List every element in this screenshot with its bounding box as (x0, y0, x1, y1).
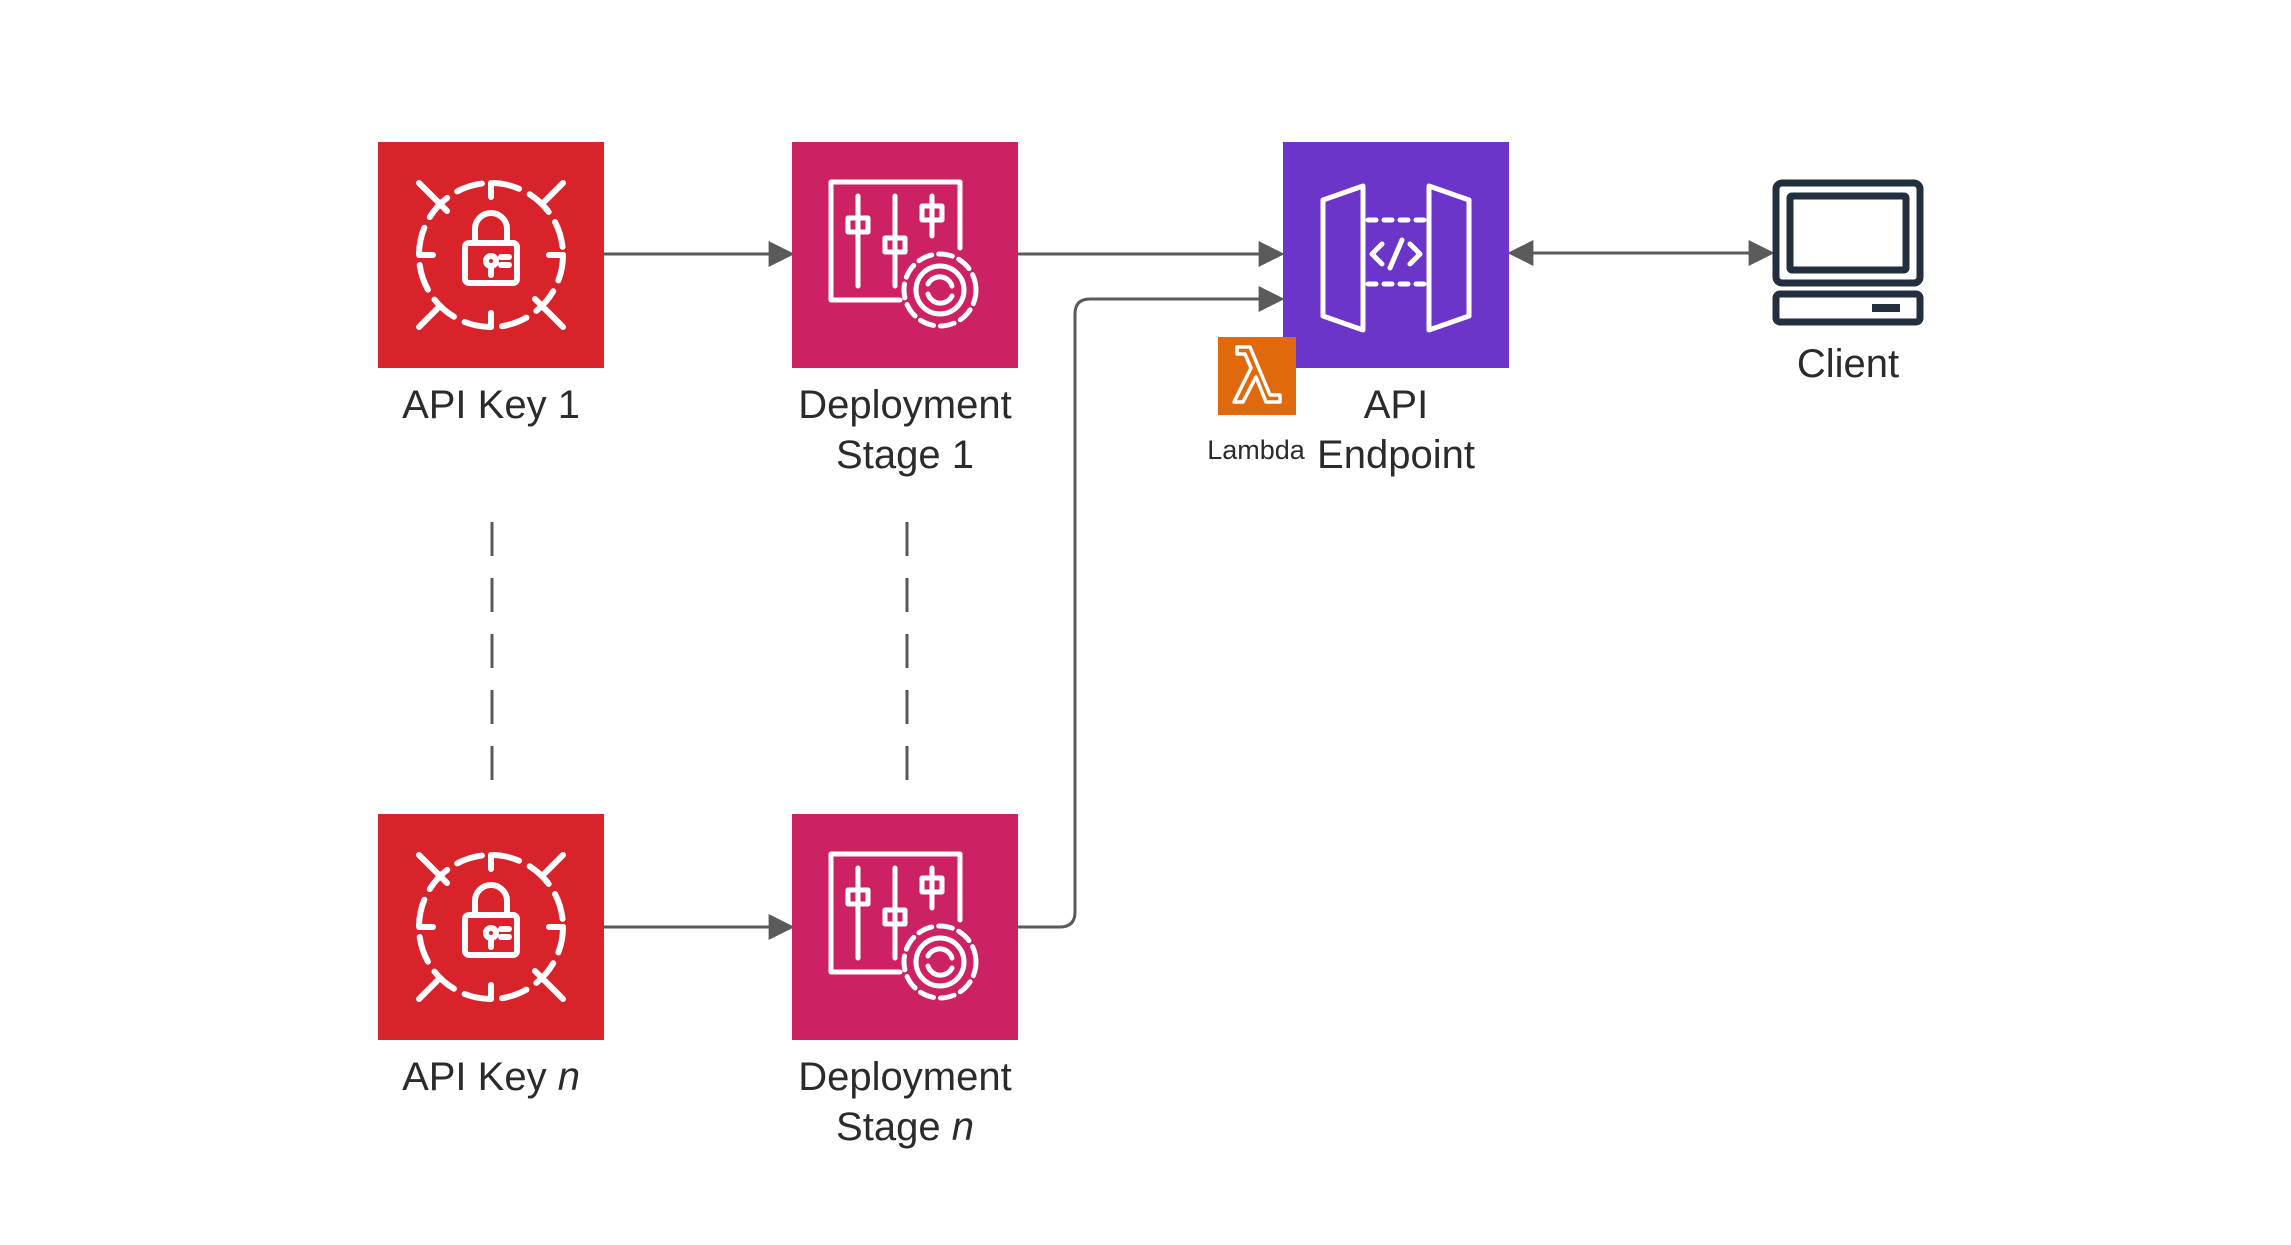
api-key-1-node: API Key 1 (378, 142, 604, 427)
lambda-node: Lambda (1207, 337, 1306, 465)
api-gateway-icon (1320, 183, 1472, 333)
lambda-label: Lambda (1207, 435, 1306, 465)
api-key-n-label: API Key n (402, 1055, 580, 1099)
edge-stagen-to-endpoint (1018, 286, 1285, 929)
computer-icon (1772, 179, 1924, 326)
key-lock-icon (416, 852, 566, 1002)
deployment-settings-icon (828, 851, 979, 1001)
key-lock-icon (416, 180, 566, 330)
lambda-icon (1232, 345, 1282, 404)
deployment-stage-1-label-line1: Deployment (798, 383, 1011, 427)
deployment-stage-n-tile (792, 814, 1018, 1040)
deployment-settings-icon (828, 179, 979, 329)
api-endpoint-label-line2: Endpoint (1317, 433, 1475, 477)
deployment-stage-n-node: Deployment Stage n (792, 814, 1018, 1149)
api-key-1-label: API Key 1 (402, 383, 580, 427)
deployment-stage-n-label-line1: Deployment (798, 1055, 1011, 1099)
deployment-stage-1-label-line2: Stage 1 (836, 433, 974, 477)
api-endpoint-node: API Endpoint (1283, 142, 1509, 477)
api-key-n-node: API Key n (378, 814, 604, 1099)
deployment-stage-n-label-line2: Stage n (836, 1105, 974, 1149)
deployment-stage-1-node: Deployment Stage 1 (792, 142, 1018, 477)
client-node: Client (1772, 179, 1924, 386)
api-endpoint-label-line1: API (1364, 383, 1428, 427)
deployment-stage-1-tile (792, 142, 1018, 368)
client-label: Client (1797, 342, 1899, 386)
